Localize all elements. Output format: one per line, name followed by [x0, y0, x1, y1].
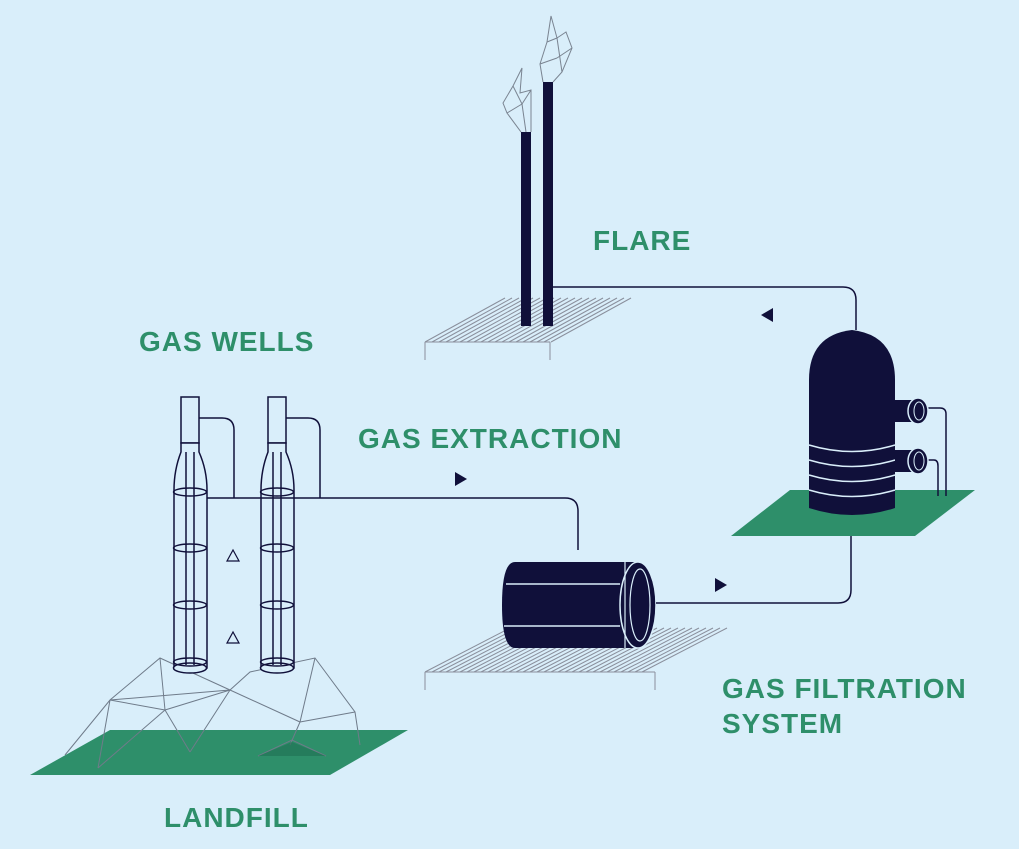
vessel-connectors	[928, 407, 947, 496]
gas-filtration-system	[424, 561, 728, 690]
landfill	[30, 657, 408, 775]
gas-well-1	[172, 396, 235, 674]
separator-vessel	[731, 330, 975, 536]
gas-filtration-label-line1: GAS FILTRATION	[722, 673, 967, 704]
flare-flame-left	[502, 67, 532, 133]
gas-extraction-pipe	[207, 497, 579, 550]
landfill-mesh	[64, 657, 361, 769]
flare-stack-left	[521, 132, 531, 326]
flare-supply-pipe	[548, 286, 857, 330]
vessel-valve-lower	[895, 447, 929, 475]
landfill-platform	[30, 730, 408, 775]
landfill-marker-triangle-2	[225, 630, 241, 644]
landfill-triangle	[258, 742, 326, 756]
filtered-gas-arrow	[715, 578, 727, 592]
landfill-marker-triangle-1	[225, 548, 241, 562]
flare-flame-right	[539, 15, 573, 83]
gas-filtration-label-line2: SYSTEM	[722, 708, 844, 739]
filtered-gas-pipe	[656, 532, 852, 604]
gas-extraction-label: GAS EXTRACTION	[358, 423, 623, 454]
filtration-tank	[502, 561, 657, 649]
vessel-valve-upper	[895, 397, 929, 425]
gas-wells	[172, 396, 321, 674]
landfill-label: LANDFILL	[164, 802, 309, 833]
vessel-body	[809, 330, 895, 515]
gas-wells-label: GAS WELLS	[139, 326, 315, 357]
gas-extraction-arrow	[455, 472, 467, 486]
flare	[424, 15, 632, 360]
flare-label: FLARE	[593, 225, 692, 256]
flare-stack-right	[543, 82, 553, 326]
gas-well-2	[259, 396, 321, 674]
flare-supply-arrow	[761, 308, 773, 322]
vessel-bands	[808, 444, 896, 498]
